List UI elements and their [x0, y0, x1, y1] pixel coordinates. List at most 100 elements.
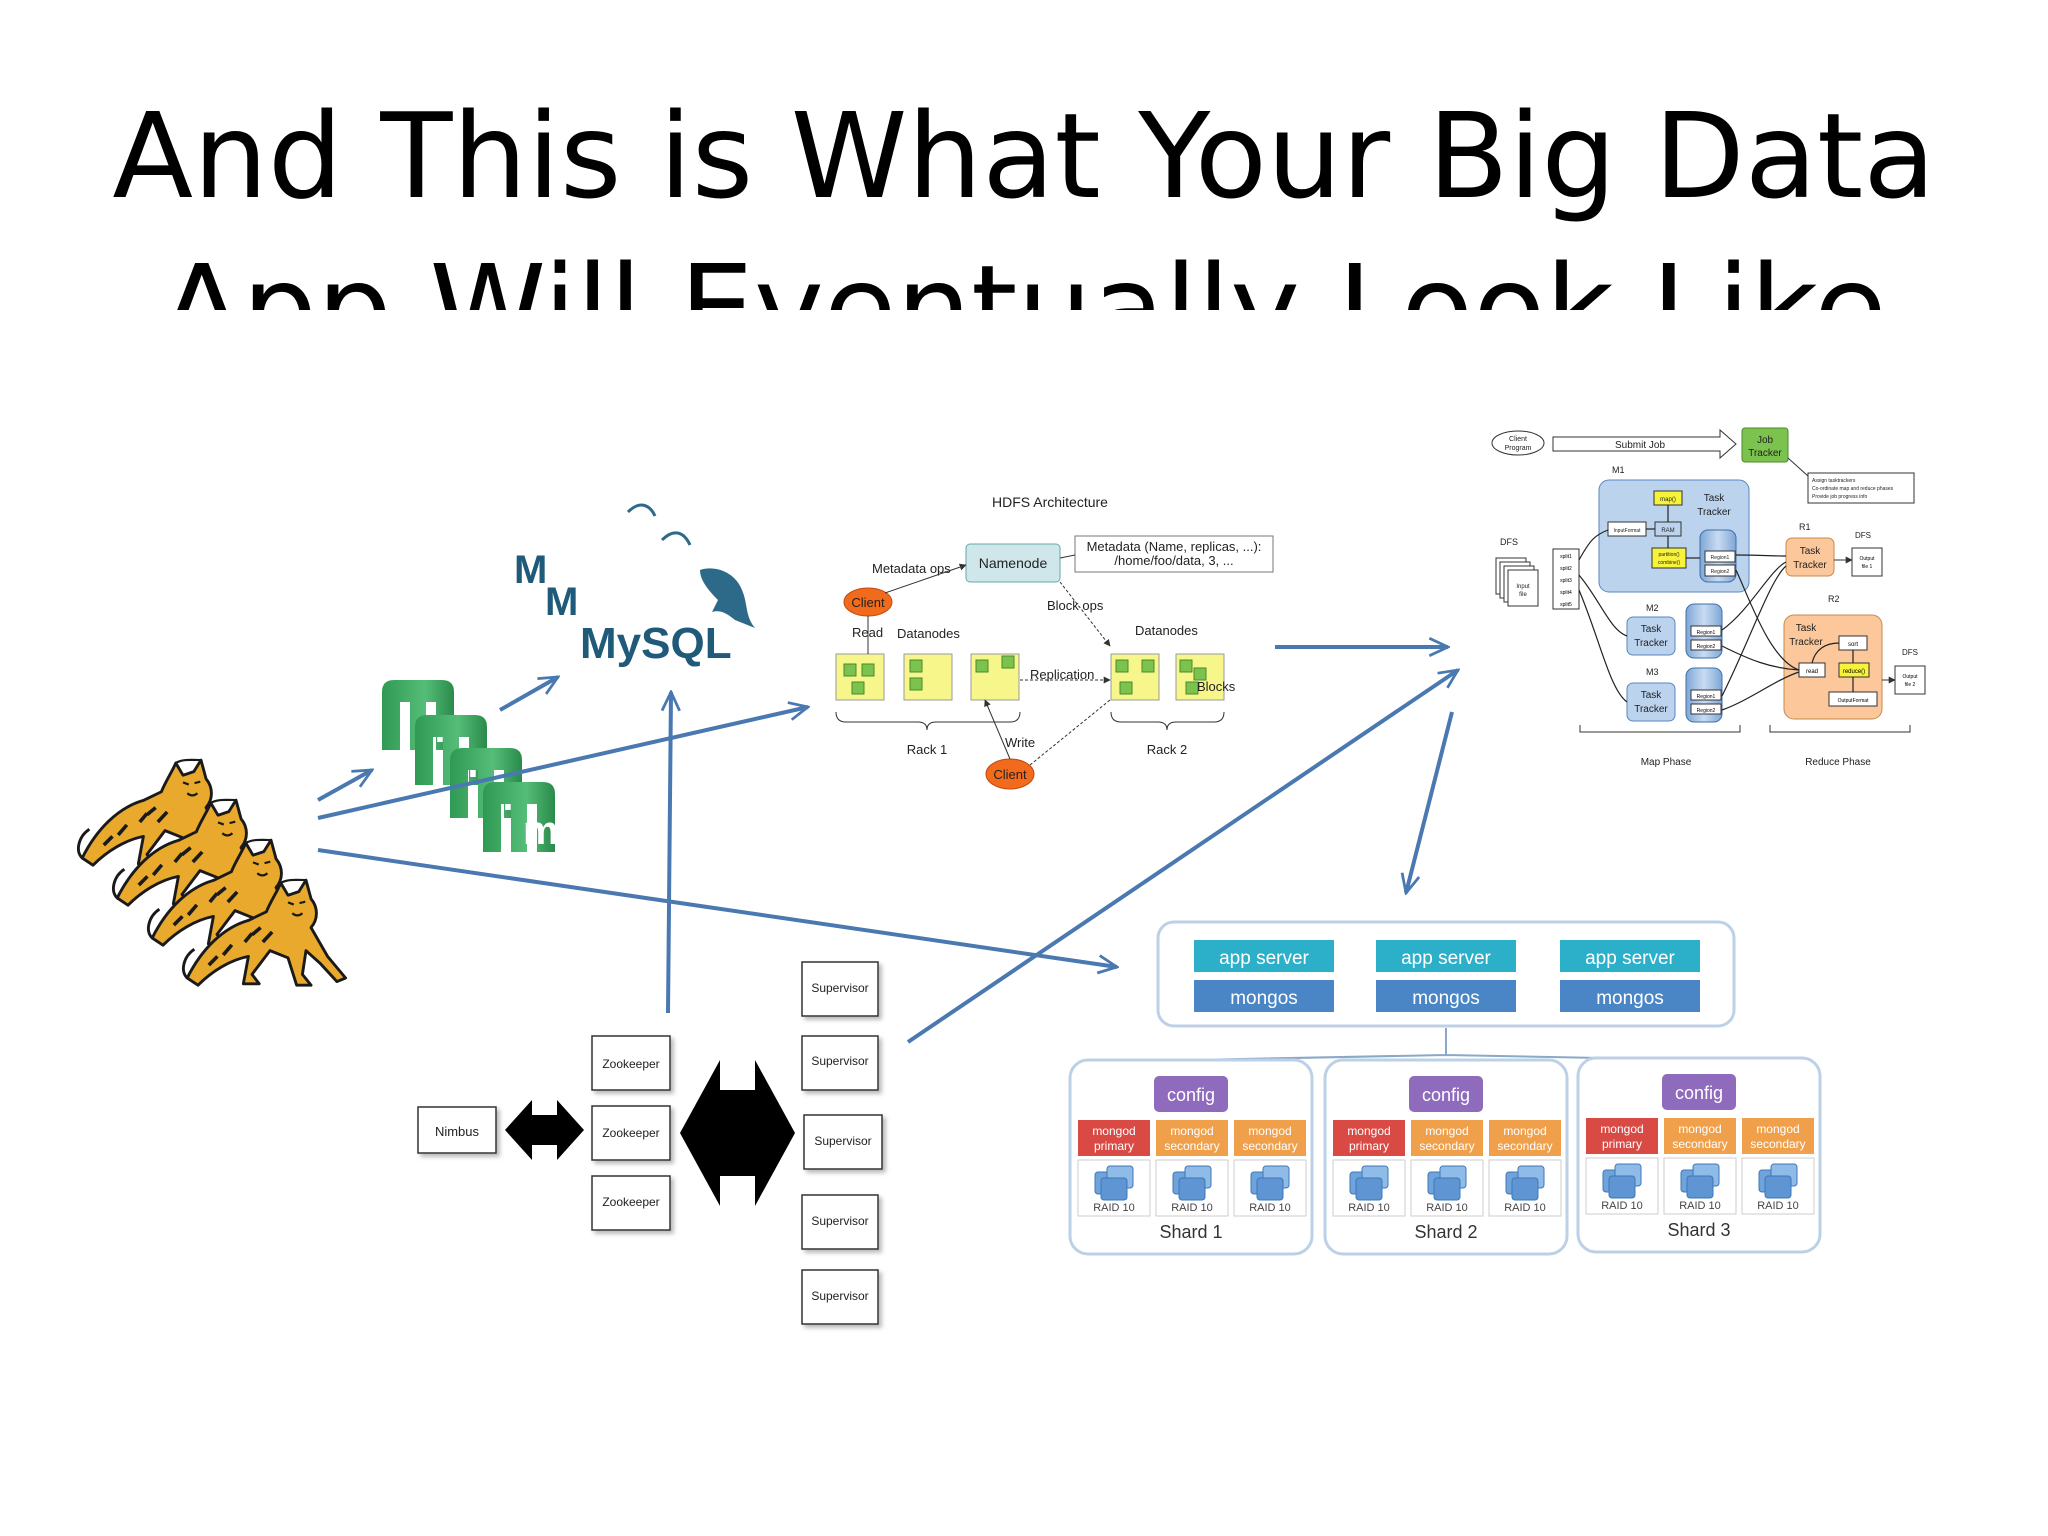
secondary-label-3d: secondary [1750, 1137, 1805, 1151]
supervisor-node-3 [803, 1114, 883, 1170]
mongos-box-2 [1376, 980, 1516, 1012]
mapreduce-diagram: Client Program Submit Job Job Tracker As… [1491, 427, 1926, 768]
input-file-line1: Input [1516, 584, 1530, 590]
title-line-2: App Will Eventually Look Like [161, 239, 1887, 310]
zookeeper-node-1 [591, 1035, 671, 1091]
raid-label-1b: RAID 10 [1171, 1202, 1213, 1214]
secondary-label-3a: mongod [1678, 1122, 1721, 1136]
rack1-datanodes [835, 653, 1020, 701]
app-server-box-2 [1376, 940, 1516, 972]
m1-task-line2: Tracker [1697, 507, 1731, 518]
r1-task-line2: Tracker [1793, 560, 1827, 571]
nimbus-label: Nimbus [435, 1124, 480, 1139]
arrow-storm-to-mapreduce [906, 670, 1458, 1044]
connector-arrows [317, 647, 1458, 1044]
app-server-label-1: app server [1219, 948, 1309, 969]
datanodes-label-rack1: Datanodes [897, 626, 960, 641]
config-label-3: config [1675, 1083, 1723, 1103]
job-tracker-node [1741, 427, 1789, 463]
dfs-input-label: DFS [1500, 537, 1518, 547]
primary-label-3a: mongod [1600, 1122, 1643, 1136]
arrow-mapreduce-to-mongodb [1406, 711, 1454, 893]
mongodb-sharded-cluster: app server mongos app server mongos app … [1068, 920, 1822, 1256]
supervisor-label-4: Supervisor [811, 1214, 868, 1228]
reduce-phase-label: Reduce Phase [1805, 757, 1871, 768]
hdfs-namenode [965, 543, 1061, 583]
mongos-box-3 [1560, 980, 1700, 1012]
mongos-label-1: mongos [1230, 988, 1298, 1009]
supervisor-label-3: Supervisor [814, 1134, 871, 1148]
mysql-logo: M M MySQL [514, 503, 755, 668]
output-file2-line2: file 2 [1905, 682, 1916, 688]
memcached-cluster-icon [382, 680, 559, 853]
supervisor-label-5: Supervisor [811, 1289, 868, 1303]
primary-label-1b: primary [1094, 1139, 1134, 1153]
metadata-ops-label: Metadata ops [872, 561, 951, 576]
split-list: split1 split2 split3 split4 split5 [1552, 548, 1580, 610]
m1-label: M1 [1612, 465, 1625, 475]
client-program-node [1491, 430, 1545, 456]
supervisor-node-5 [801, 1269, 879, 1325]
client-program-line1: Client [1509, 436, 1527, 443]
supervisor-node-4 [801, 1194, 879, 1250]
outputformat-label: OutputFormat [1838, 698, 1869, 704]
output-file2-line1: Output [1902, 674, 1918, 680]
arrow-tomcat-to-hdfs [317, 707, 808, 820]
m2-task-line1: Task [1641, 624, 1663, 635]
note-line1: Assign tasktrackers [1812, 478, 1856, 484]
app-server-box-3 [1560, 940, 1700, 972]
secondary-label-2c: mongod [1503, 1124, 1546, 1138]
output-file1-line1: Output [1859, 556, 1875, 562]
block-ops-label: Block ops [1047, 598, 1104, 613]
raid-label-3a: RAID 10 [1601, 1200, 1643, 1212]
m1-task-line1: Task [1704, 493, 1726, 504]
shard-1-label: Shard 1 [1159, 1222, 1222, 1242]
submit-job-arrow [1552, 428, 1737, 460]
split4: split4 [1560, 590, 1572, 596]
supervisor-node-1 [801, 961, 879, 1017]
r2-task-line2: Tracker [1789, 637, 1823, 648]
raid-label-1c: RAID 10 [1249, 1202, 1291, 1214]
mongos-box-1 [1194, 980, 1334, 1012]
supervisor-label-1: Supervisor [811, 981, 868, 995]
secondary-label-1b: secondary [1164, 1139, 1219, 1153]
split3: split3 [1560, 578, 1572, 584]
m2-region2: Region2 [1697, 644, 1716, 650]
m2-box [1626, 616, 1676, 656]
shard-2: config mongod primary mongod secondary m… [1323, 1058, 1569, 1256]
m3-region1: Region1 [1697, 694, 1716, 700]
datanodes-label-rack2: Datanodes [1135, 623, 1198, 638]
nimbus-zookeeper-arrow [505, 1100, 584, 1160]
m2-region1: Region1 [1697, 630, 1716, 636]
svg-text:M: M [514, 548, 547, 592]
hdfs-architecture-diagram: HDFS Architecture Namenode Metadata (Nam… [835, 494, 1274, 790]
raid-label-3c: RAID 10 [1757, 1200, 1799, 1212]
map-label: map() [1660, 497, 1676, 503]
read-box-label: read [1806, 669, 1818, 675]
job-tracker-notes [1807, 472, 1915, 504]
output-file1 [1851, 547, 1883, 577]
slide-title: And This is What Your Big Data App Will … [0, 80, 2048, 310]
supervisor-label-2: Supervisor [811, 1054, 868, 1068]
partition-label: partition() [1658, 552, 1679, 558]
hdfs-title: HDFS Architecture [992, 494, 1108, 510]
client-program-line2: Program [1505, 445, 1532, 452]
arrow-tomcat-to-mongodb [317, 848, 1117, 967]
note-line3: Provide job progress info [1812, 494, 1868, 500]
r2-label: R2 [1828, 594, 1840, 604]
job-tracker-line1: Job [1757, 435, 1774, 446]
ram-label: RAM [1661, 528, 1674, 534]
raid-label-2a: RAID 10 [1348, 1202, 1390, 1214]
primary-label-2b: primary [1349, 1139, 1389, 1153]
sort-label: sort [1848, 642, 1858, 648]
mysql-logo-text: MySQL [580, 619, 732, 668]
shard-3-label: Shard 3 [1667, 1220, 1730, 1240]
client-label-top: Client [851, 595, 885, 610]
input-file-line2: file [1519, 592, 1527, 598]
split2: split2 [1560, 566, 1572, 572]
primary-label-3b: primary [1602, 1137, 1642, 1151]
app-server-label-2: app server [1401, 948, 1491, 969]
input-file-stack [1495, 557, 1539, 607]
zookeeper-node-2 [591, 1105, 671, 1161]
